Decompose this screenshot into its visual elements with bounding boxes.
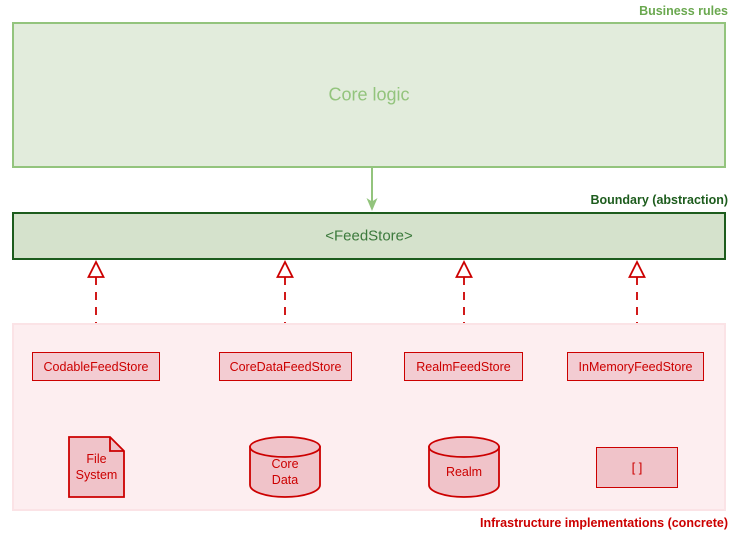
cylinder-icon [249, 436, 321, 498]
note-icon [68, 436, 125, 498]
leaf-shape-realm[interactable]: Realm [428, 436, 500, 498]
leaf-shape-file-system[interactable]: File System [68, 436, 125, 498]
feedstore-label: <FeedStore> [325, 227, 413, 245]
store-box-realm-feed-store[interactable]: RealmFeedStore [404, 352, 523, 381]
business-rules-label: Business rules [639, 4, 728, 18]
leaf-shape-core-data[interactable]: Core Data [249, 436, 321, 498]
core-logic-to-boundary-arrow [366, 168, 378, 211]
cylinder-icon [428, 436, 500, 498]
store-box-in-memory-feed-store[interactable]: InMemoryFeedStore [567, 352, 704, 381]
feedstore-boundary-box: <FeedStore> [12, 212, 726, 260]
store-box-codable-feed-store[interactable]: CodableFeedStore [32, 352, 160, 381]
boundary-label: Boundary (abstraction) [590, 193, 728, 207]
core-logic-label: Core logic [328, 84, 410, 105]
infrastructure-label: Infrastructure implementations (concrete… [480, 516, 728, 530]
core-logic-box: Core logic [12, 22, 726, 168]
leaf-shape-in-memory-array[interactable]: [ ] [596, 447, 678, 488]
store-box-core-data-feed-store[interactable]: CoreDataFeedStore [219, 352, 352, 381]
